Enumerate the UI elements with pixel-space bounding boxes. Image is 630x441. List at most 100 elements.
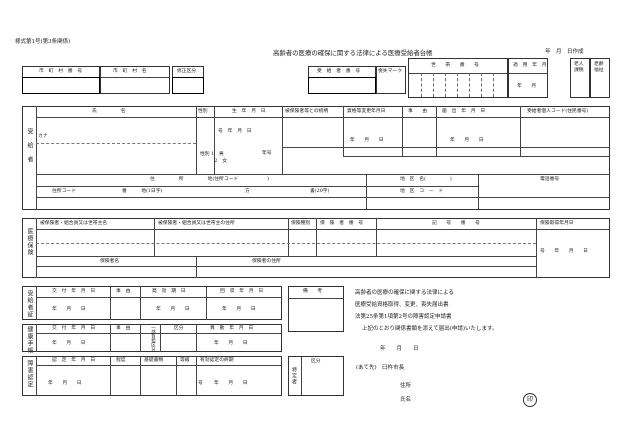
qual-change-header: 資格等変更年月日 (347, 109, 386, 114)
address-code-label: 住所コード (52, 189, 76, 194)
sex-options: 性別 1 男 2 女 (200, 152, 228, 164)
municipality-code-label: 市 町 村 番 号 (39, 69, 83, 74)
elderly-welfare-label: 老齢 福祉 (594, 62, 604, 73)
address-header: 住 所 地(住所コード ) (150, 177, 269, 182)
elderly-exempt-label: 老人 課税 (574, 62, 584, 73)
dis-valid-ymd: 年 月 日 (214, 381, 248, 386)
insurance-type-header: 保険種別 (291, 221, 311, 226)
recipient-number-field[interactable] (308, 77, 376, 94)
cert-reason-header: 事 由 (116, 289, 131, 294)
insurer-number-header: 保 険 者 番 号 (320, 221, 364, 226)
form-title: 高齢者の医療の確保に関する法律による医療受給者台帳 (273, 49, 433, 57)
household-number-box[interactable]: 世 帯 番 号 (408, 58, 508, 98)
cert-issue-ymd: 年 月 日 (52, 307, 86, 312)
health-partial-label: 一部負担区分 (150, 325, 156, 352)
insurance-side-label: 医療保険 (26, 228, 33, 256)
insurer-address-header: 保険者の住所 (252, 259, 281, 264)
notice-line1: 医療受給資格取得、変更、喪失届出書 (355, 302, 449, 308)
sex-header: 性別 (198, 109, 208, 114)
era-label: 年号 (262, 151, 272, 156)
name-header: 氏 名 (92, 109, 126, 114)
special-box[interactable]: 区分 特定者 (288, 356, 344, 396)
birth-ymd: 号 年 月 日 (218, 129, 252, 134)
special-class-label: 区分 (311, 359, 321, 364)
municipality-name-box[interactable]: 市 町 村 名 (100, 66, 170, 94)
notice-name: 氏名 (400, 397, 412, 403)
remarks-label: 備 考 (303, 289, 323, 294)
disability-side-label: 障害認定 (26, 360, 33, 388)
cert-collect-ymd: 年 月 日 (222, 307, 256, 312)
recipient-number-box[interactable]: 受 給 者 番 号 (308, 66, 376, 94)
start-date-label: 適 用 年 月 (513, 63, 547, 68)
insurer-name-header: 保険者名 (100, 259, 120, 264)
municipality-code-field[interactable] (22, 77, 100, 94)
notice-address: 住所 (400, 383, 412, 389)
health-section (22, 324, 282, 352)
bango-label: 書(20字) (310, 189, 330, 194)
health-reason-header: 事 由 (116, 326, 131, 331)
reason-header: 事 由 (408, 109, 428, 114)
start-date-ym: 年 月 (517, 84, 537, 89)
elderly-welfare-box[interactable]: 老齢 福祉 (590, 58, 610, 98)
insured-address-header: 被保険者・組合員又は世帯主の住所 (158, 221, 235, 226)
relation-header: 被保険者等との続柄 (285, 109, 329, 114)
correction-class-box[interactable]: 修正区分 (172, 66, 204, 94)
dis-grade-header: 等級 (180, 358, 190, 363)
dis-basis-header: 基礎書類 (144, 358, 164, 363)
report-ymd: 年 月 日 (450, 138, 484, 143)
acquire-date-header: 保険取得年月日 (540, 221, 574, 226)
notice-law: 高齢者の医療の確保に関する法律による (355, 290, 454, 296)
date-created: 年 月 日作成 (545, 49, 584, 55)
correction-class-field[interactable] (172, 77, 204, 94)
form-number: 様式第1号(第3条関係) (15, 39, 71, 45)
dis-degree-header: 程度 (116, 358, 126, 363)
health-side-label: 健康手帳 (26, 326, 33, 354)
notice-addressee: (あて先) 臼杵市長 (356, 365, 405, 371)
personal-code-header: 受給者個人コード(住民番号) (527, 109, 589, 114)
dis-valid-end-header: 有効認定の終期 (200, 358, 234, 363)
recipient-side-label: 受 給 者 (26, 128, 33, 163)
seal-mark: 印 (523, 393, 537, 407)
district-header: 地 区 名( ) (400, 177, 452, 182)
recipient-number-label: 受 給 者 番 号 (317, 69, 361, 74)
ban-label: 番 地(1日字) (122, 189, 163, 194)
remarks-box[interactable]: 備 考 (288, 286, 344, 332)
report-header: 届 出 年 月 日 (442, 109, 486, 114)
notice-line2: 法第25条第1項第2号の障害認定申請書 (355, 314, 452, 320)
dis-cert-ymd: 年 月 日 (48, 381, 82, 386)
qual-change-ymd: 年 月 日 (350, 138, 384, 143)
start-date-box[interactable]: 適 用 年 月 年 月 (508, 58, 548, 98)
cert-expiry-ymd: 年 月 日 (156, 307, 190, 312)
elderly-exempt-box[interactable]: 老人 課税 (570, 58, 590, 98)
notice-line3: 上記のとおり関係書類を添えて届出(申請)いたします。 (362, 326, 498, 332)
kana-label: カナ (38, 134, 48, 139)
municipality-name-label: 市 町 村 名 (113, 69, 147, 74)
cert-issue-header: 交 付 年 月 日 (52, 289, 96, 294)
correction-class-label: 修正区分 (177, 69, 197, 74)
certificate-section (22, 286, 282, 320)
birth-header: 生 年 月 日 (232, 109, 266, 114)
phone-header: 電話番号 (540, 177, 560, 182)
dis-cert-header: 認 定 年 月 日 (52, 358, 96, 363)
loss-mark-label: 喪失マーク (378, 69, 402, 74)
special-label: 特定者 (291, 367, 297, 385)
acquire-ymd: 号 年 月 日 (540, 249, 588, 254)
loss-mark-box[interactable]: 喪失マーク (376, 66, 406, 94)
health-class-header: 区分 (174, 326, 184, 331)
health-change-ymd: 年 月 日 (214, 341, 248, 346)
notice-date: 年 月 日 (380, 346, 419, 352)
kata-label: 方 (245, 189, 250, 194)
insured-name-header: 被保険者・組合員又は世帯主名 (40, 221, 108, 226)
health-issue-header: 交 付 年 月 日 (52, 326, 96, 331)
health-change-header: 異 動 年 月 日 (210, 326, 254, 331)
cert-collect-header: 回 収 年 月 日 (220, 289, 264, 294)
certificate-side-label: 受給者証 (26, 290, 33, 318)
disability-section (22, 356, 282, 396)
symbol-number-header: 記 号 番 号 (432, 221, 480, 226)
dis-valid-gou: 号 (198, 381, 203, 386)
cert-expiry-header: 発 効 期 日 (152, 289, 186, 294)
recipient-section (22, 106, 610, 210)
household-number-label: 世 帯 番 号 (431, 63, 479, 68)
district-code-label: 地 区 コ ー ド (400, 189, 444, 194)
municipality-code-box[interactable]: 市 町 村 番 号 (22, 66, 100, 94)
